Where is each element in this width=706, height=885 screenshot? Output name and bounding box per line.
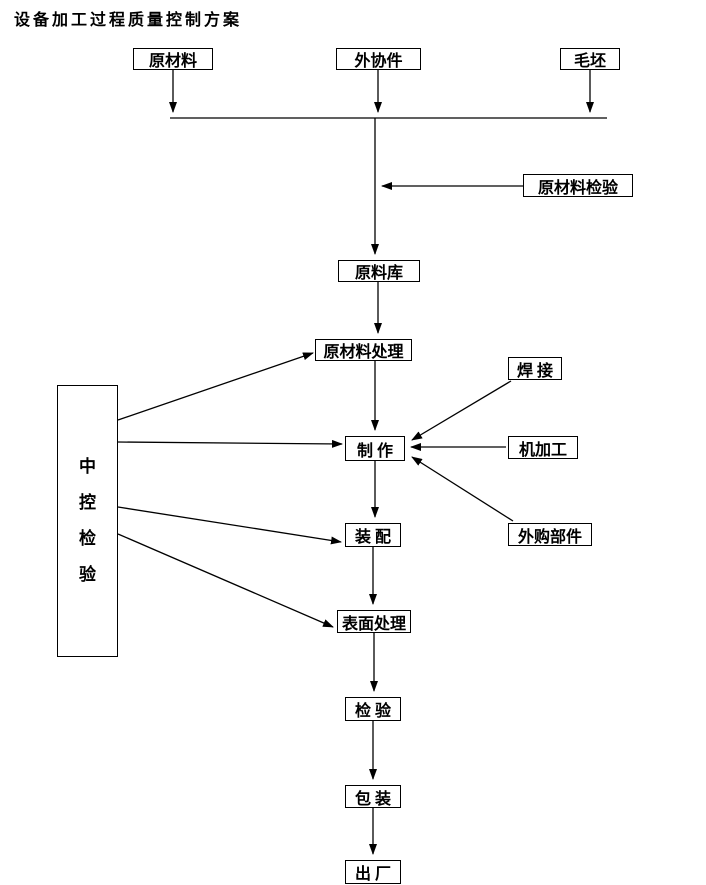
arrow-central-to-fabrication	[117, 439, 343, 448]
arrow-welding-to-fabrication	[411, 380, 512, 441]
node-central-control-inspection-label: 中控检验	[78, 457, 96, 584]
node-assembly: 装 配	[345, 523, 401, 547]
arrow-central-to-surface	[117, 533, 334, 628]
arrow-central-to-assembly	[117, 506, 342, 545]
node-packaging: 包 装	[345, 785, 401, 808]
node-welding: 焊 接	[508, 357, 562, 380]
arrow-central-to-treatment	[117, 352, 314, 421]
node-raw-material-treatment: 原材料处理	[315, 339, 412, 361]
node-surface-treatment: 表面处理	[337, 610, 411, 633]
node-raw-material: 原材料	[133, 48, 213, 70]
arrow-purchased-to-fabrication	[411, 456, 514, 522]
node-outsourced-parts: 外协件	[336, 48, 421, 70]
node-machining: 机加工	[508, 436, 578, 459]
node-purchased-parts: 外购部件	[508, 523, 592, 546]
page-title: 设备加工过程质量控制方案	[14, 12, 243, 29]
node-blank-stock: 毛坯	[560, 48, 620, 70]
node-shipment: 出 厂	[345, 860, 401, 884]
node-raw-material-inspection: 原材料检验	[523, 174, 633, 197]
node-central-control-inspection: 中控检验	[57, 385, 118, 657]
node-final-inspection: 检 验	[345, 697, 401, 721]
node-fabrication: 制 作	[345, 436, 405, 461]
node-raw-material-store: 原料库	[338, 260, 420, 282]
